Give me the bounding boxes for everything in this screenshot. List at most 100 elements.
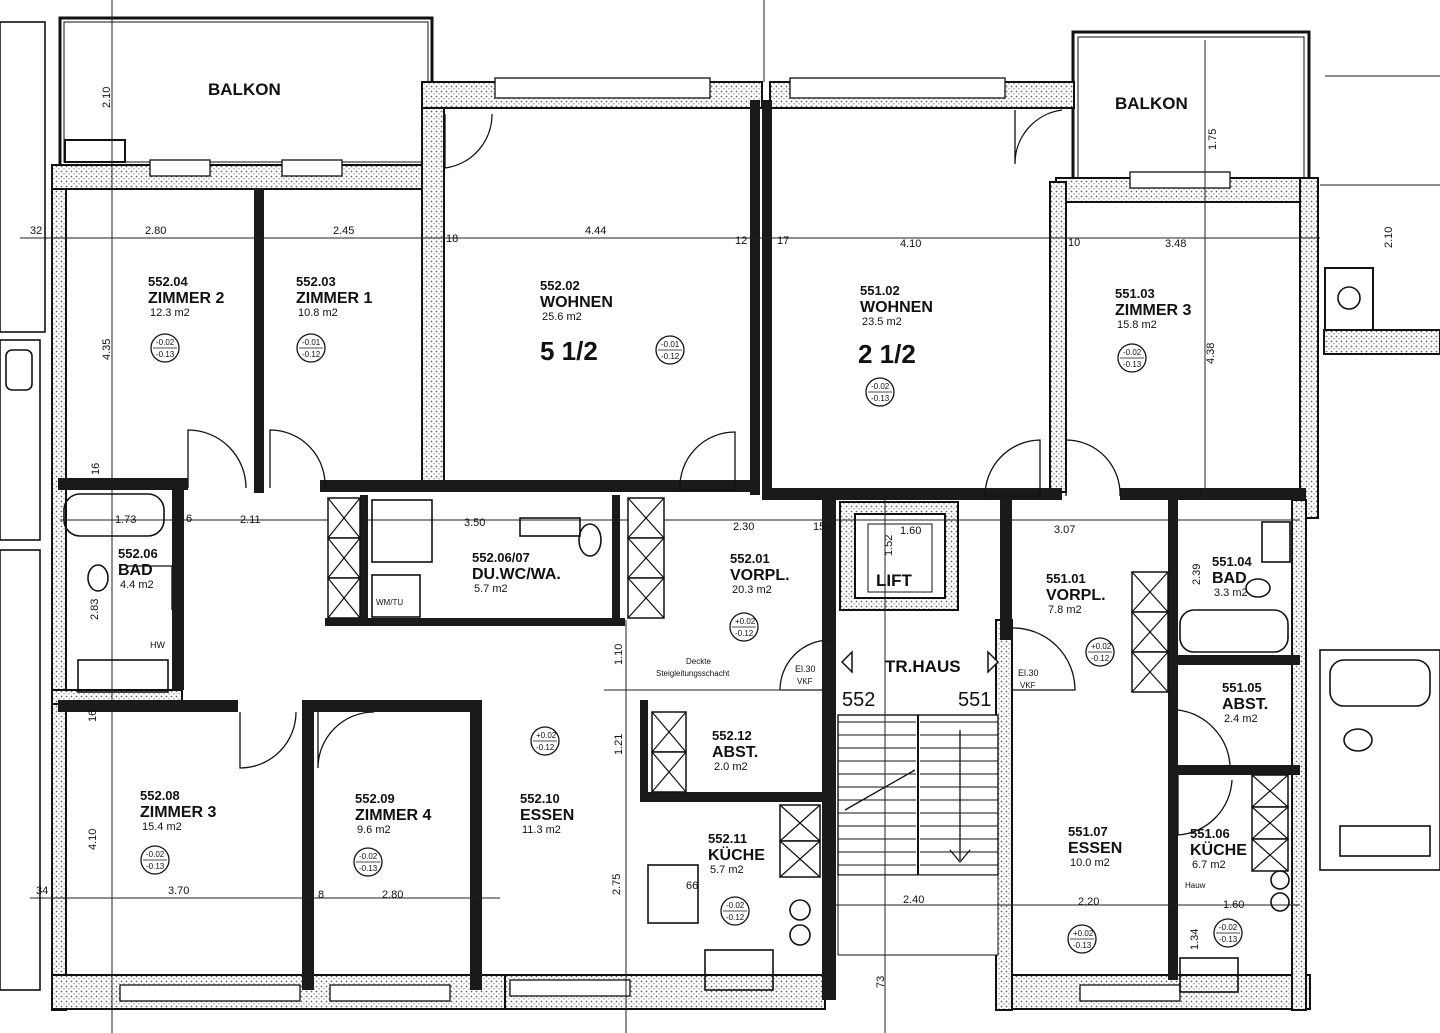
level-text: -0.02 <box>1123 348 1142 357</box>
dim-text: 18 <box>446 233 458 245</box>
level-text: -0.13 <box>146 862 165 871</box>
room-name: ZIMMER 1 <box>296 290 373 307</box>
shaft-label-2: Steigleitungsschacht <box>656 669 730 678</box>
dim-text: 15 <box>813 521 825 533</box>
dim-text: 4.10 <box>87 829 99 850</box>
room-area: 6.7 m2 <box>1192 859 1226 871</box>
unit-551-label: 551 <box>958 689 991 711</box>
room-name: ABST. <box>1222 696 1268 713</box>
level-text: -0.13 <box>1073 941 1092 950</box>
dim-text: 73 <box>875 976 887 988</box>
dim-text: 2.80 <box>382 889 403 901</box>
dim-text: 6 <box>186 513 192 525</box>
dim-text: 3.50 <box>464 517 485 529</box>
balcony-right <box>1071 30 1311 184</box>
level-stamp: +0.02-0.12 <box>1085 637 1115 667</box>
level-text: +0.02 <box>536 731 557 740</box>
room-number: 552.03 <box>296 274 336 289</box>
room-number: 551.01 <box>1046 571 1086 586</box>
room-name: ESSEN <box>520 807 574 824</box>
room-name: ZIMMER 4 <box>355 807 432 824</box>
room-area: 15.4 m2 <box>142 821 182 833</box>
level-stamp: -0.02 -0.12 <box>720 896 750 926</box>
room-area: 20.3 m2 <box>732 584 772 596</box>
general-labels: BALKON BALKON 5 1/2 2 1/2 LIFT TR.HAUS 5… <box>150 80 1206 890</box>
room-number: 551.07 <box>1068 824 1108 839</box>
cupboard-box <box>651 711 687 753</box>
balkon-left-label: BALKON <box>208 80 281 99</box>
fire-door-label-right: El.30 <box>1018 668 1039 678</box>
dim-text: 1.34 <box>1189 929 1201 950</box>
room-number: 551.04 <box>1212 554 1253 569</box>
dim-text: 1.10 <box>613 644 625 665</box>
room-number: 552.12 <box>712 728 752 743</box>
dim-text: 3.70 <box>168 885 189 897</box>
dim-text: 10 <box>1068 237 1080 249</box>
cupboards <box>327 497 1289 878</box>
balcony-left <box>58 16 434 168</box>
room-area: 5.7 m2 <box>710 864 744 876</box>
dim-text: 2.39 <box>1191 564 1203 585</box>
room-name: KÜCHE <box>1190 840 1247 859</box>
room-name: ABST. <box>712 744 758 761</box>
room-area: 10.0 m2 <box>1070 857 1110 869</box>
room-name: WOHNEN <box>860 299 933 316</box>
apartment-type-right: 2 1/2 <box>858 339 916 369</box>
cupboard-box <box>651 751 687 793</box>
fire-door-label-left: El.30 <box>795 664 816 674</box>
room-number: 551.02 <box>860 283 900 298</box>
level-stamp: -0.01-0.12 <box>296 333 326 363</box>
level-text: -0.12 <box>536 743 555 752</box>
dim-text: 2.10 <box>101 87 113 108</box>
cupboard-box <box>627 577 665 619</box>
cupboard-box <box>1131 651 1169 693</box>
room-area: 12.3 m2 <box>150 307 190 319</box>
cupboard-box <box>779 804 821 842</box>
level-text: -0.12 <box>726 913 745 922</box>
room-number: 552.09 <box>355 791 395 806</box>
room-area: 2.4 m2 <box>1224 713 1258 725</box>
cupboard-box <box>1251 774 1289 808</box>
level-stamp: -0.02-0.13 <box>140 845 170 875</box>
fire-door-sub-right: VKF <box>1020 681 1036 690</box>
level-text: -0.02 <box>726 901 745 910</box>
room-name: KÜCHE <box>708 845 765 864</box>
dim-text: 2.80 <box>145 225 166 237</box>
dim-text: 1.21 <box>613 734 625 755</box>
dim-text: 2.45 <box>333 225 354 237</box>
cupboard-box <box>1251 838 1289 872</box>
cupboard-box <box>627 537 665 579</box>
room-number: 552.04 <box>148 274 189 289</box>
dim-text: 12 <box>735 235 747 247</box>
level-stamp: +0.02 -0.12 <box>530 726 560 756</box>
room-name: ZIMMER 3 <box>1115 302 1192 319</box>
room-name: DU.WC/WA. <box>472 566 561 583</box>
dim-text: 2.83 <box>89 599 101 620</box>
staircase <box>837 714 999 956</box>
cupboard-box <box>1251 806 1289 840</box>
wm-tu-label: WM/TU <box>376 598 403 607</box>
level-stamp: +0.02 -0.13 <box>1067 924 1097 954</box>
dim-text: 1.73 <box>115 514 136 526</box>
room-area: 9.6 m2 <box>357 824 391 836</box>
level-text: +0.02 <box>735 617 756 626</box>
room-area: 7.8 m2 <box>1048 604 1082 616</box>
room-number: 551.05 <box>1222 680 1262 695</box>
dim-text: 16 <box>90 463 102 475</box>
level-text: +0.02 <box>1073 929 1094 938</box>
level-stamp: +0.02-0.12 <box>729 612 759 642</box>
room-number: 551.06 <box>1190 826 1230 841</box>
lift-label: LIFT <box>876 571 912 590</box>
dim-text: 66 <box>686 880 698 892</box>
dim-text: 34 <box>36 885 48 897</box>
dim-text: 1.60 <box>1223 899 1244 911</box>
dim-text: 4.10 <box>900 238 921 250</box>
doors <box>128 109 1233 836</box>
